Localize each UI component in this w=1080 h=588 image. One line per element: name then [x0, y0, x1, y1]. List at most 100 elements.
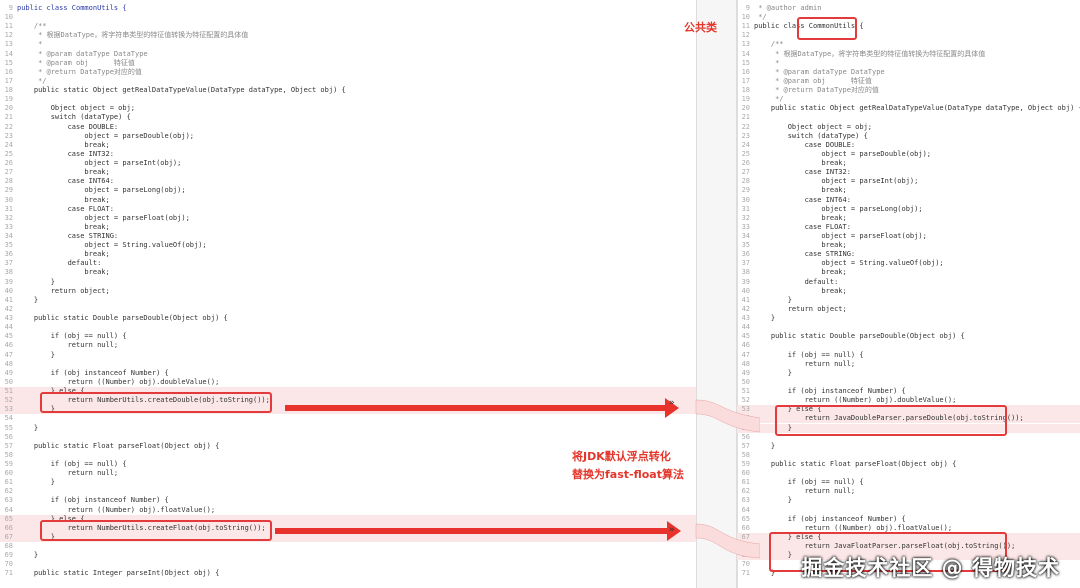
code-line[interactable]: 60 return null;: [0, 469, 696, 478]
code-line[interactable]: 30 break;: [0, 196, 696, 205]
code-line[interactable]: 28 case INT64:: [0, 177, 696, 186]
code-line[interactable]: 15 * @param obj 特征值: [0, 59, 696, 68]
code-line[interactable]: 20 Object object = obj;: [0, 104, 696, 113]
code-line[interactable]: 23 switch (dataType) {: [737, 132, 1080, 141]
code-line[interactable]: 19 */: [737, 95, 1080, 104]
code-line[interactable]: 43 }: [737, 314, 1080, 323]
code-line[interactable]: 25 case INT32:: [0, 150, 696, 159]
code-line[interactable]: 57 }: [737, 442, 1080, 451]
code-line[interactable]: 22 Object object = obj;: [737, 123, 1080, 132]
code-line[interactable]: 21 switch (dataType) {: [0, 113, 696, 122]
code-line[interactable]: 13 /**: [737, 40, 1080, 49]
code-line[interactable]: 27 break;: [0, 168, 696, 177]
code-line[interactable]: 36 case STRING:: [737, 250, 1080, 259]
code-line[interactable]: 10: [0, 13, 696, 22]
code-line[interactable]: 41 }: [0, 296, 696, 305]
code-line[interactable]: 70: [0, 560, 696, 569]
code-line[interactable]: 38 break;: [0, 268, 696, 277]
code-line[interactable]: 34 object = parseFloat(obj);: [737, 232, 1080, 241]
code-line[interactable]: 49 if (obj instanceof Number) {: [0, 369, 696, 378]
code-line[interactable]: 35 break;: [737, 241, 1080, 250]
code-line[interactable]: 65 } else {: [0, 514, 696, 524]
code-line[interactable]: 60: [737, 469, 1080, 478]
code-line[interactable]: 49 }: [737, 369, 1080, 378]
code-line[interactable]: 37 default:: [0, 259, 696, 268]
gutter-marker-double[interactable]: »: [669, 398, 675, 408]
code-line[interactable]: 65 if (obj instanceof Number) {: [737, 515, 1080, 524]
code-line[interactable]: 28 object = parseInt(obj);: [737, 177, 1080, 186]
code-line[interactable]: 10 */: [737, 13, 1080, 22]
code-line[interactable]: 52 return ((Number) obj).doubleValue();: [737, 396, 1080, 405]
code-line[interactable]: 48 return null;: [737, 360, 1080, 369]
code-line[interactable]: 58: [737, 451, 1080, 460]
code-line[interactable]: 56: [0, 433, 696, 442]
code-line[interactable]: 64 return ((Number) obj).floatValue();: [0, 506, 696, 515]
code-line[interactable]: 17 */: [0, 77, 696, 86]
code-line[interactable]: 27 case INT32:: [737, 168, 1080, 177]
code-line[interactable]: 47 }: [0, 351, 696, 360]
code-line[interactable]: 39 default:: [737, 278, 1080, 287]
code-line[interactable]: 33 break;: [0, 223, 696, 232]
code-line[interactable]: 50: [737, 378, 1080, 387]
code-line[interactable]: 29 break;: [737, 186, 1080, 195]
code-line[interactable]: 42: [0, 305, 696, 314]
code-line[interactable]: 37 object = String.valueOf(obj);: [737, 259, 1080, 268]
code-line[interactable]: 45 public static Double parseDouble(Obje…: [737, 332, 1080, 341]
code-line[interactable]: 59 if (obj == null) {: [0, 460, 696, 469]
code-line[interactable]: 39 }: [0, 278, 696, 287]
code-line[interactable]: 69 }: [0, 551, 696, 560]
code-line[interactable]: 53 } else {: [737, 405, 1080, 415]
code-line[interactable]: 32 object = parseFloat(obj);: [0, 214, 696, 223]
code-line[interactable]: 54: [0, 414, 696, 423]
code-line[interactable]: 24 case DOUBLE:: [737, 141, 1080, 150]
code-line[interactable]: 55 }: [0, 424, 696, 433]
code-line[interactable]: 59 public static Float parseFloat(Object…: [737, 460, 1080, 469]
code-line[interactable]: 16 * @return DataType对应的值: [0, 68, 696, 77]
code-line[interactable]: 44: [0, 323, 696, 332]
code-line[interactable]: 9 * @author admin: [737, 4, 1080, 13]
code-line[interactable]: 38 break;: [737, 268, 1080, 277]
code-line[interactable]: 35 object = String.valueOf(obj);: [0, 241, 696, 250]
code-line[interactable]: 61 if (obj == null) {: [737, 478, 1080, 487]
code-line[interactable]: 61 }: [0, 478, 696, 487]
code-line[interactable]: 62 return null;: [737, 487, 1080, 496]
code-line[interactable]: 20 public static Object getRealDataTypeV…: [737, 104, 1080, 113]
code-line[interactable]: 51 } else {: [0, 387, 696, 397]
code-line[interactable]: 34 case STRING:: [0, 232, 696, 241]
code-line[interactable]: 31 object = parseLong(obj);: [737, 205, 1080, 214]
code-line[interactable]: 63 }: [737, 496, 1080, 505]
code-line[interactable]: 40 return object;: [0, 287, 696, 296]
code-line[interactable]: 52 return NumberUtils.createDouble(obj.t…: [0, 396, 696, 406]
code-line[interactable]: 13 *: [0, 40, 696, 49]
code-line[interactable]: 18 * @return DataType对应的值: [737, 86, 1080, 95]
code-line[interactable]: 67 }: [0, 532, 696, 542]
code-line[interactable]: 12: [737, 31, 1080, 40]
code-line[interactable]: 42 return object;: [737, 305, 1080, 314]
code-line[interactable]: 23 object = parseDouble(obj);: [0, 132, 696, 141]
code-line[interactable]: 63 if (obj instanceof Number) {: [0, 496, 696, 505]
code-line[interactable]: 26 object = parseInt(obj);: [0, 159, 696, 168]
gutter-marker-float[interactable]: »: [669, 525, 675, 535]
code-line[interactable]: 40 break;: [737, 287, 1080, 296]
code-line[interactable]: 71 public static Integer parseInt(Object…: [0, 569, 696, 578]
code-line[interactable]: 64: [737, 506, 1080, 515]
code-line[interactable]: 16 * @param dataType DataType: [737, 68, 1080, 77]
code-line[interactable]: 62: [0, 487, 696, 496]
code-line[interactable]: 18 public static Object getRealDataTypeV…: [0, 86, 696, 95]
code-line[interactable]: 48: [0, 360, 696, 369]
code-line[interactable]: 21: [737, 113, 1080, 122]
code-line[interactable]: 36 break;: [0, 250, 696, 259]
code-line[interactable]: 24 break;: [0, 141, 696, 150]
code-line[interactable]: 56: [737, 433, 1080, 442]
code-line[interactable]: 67 } else {: [737, 532, 1080, 542]
code-line[interactable]: 41 }: [737, 296, 1080, 305]
code-line[interactable]: 70: [737, 560, 1080, 569]
code-line[interactable]: 71 }: [737, 569, 1080, 578]
code-line[interactable]: 32 break;: [737, 214, 1080, 223]
code-line[interactable]: 45 if (obj == null) {: [0, 332, 696, 341]
code-line[interactable]: 51 if (obj instanceof Number) {: [737, 387, 1080, 396]
code-line[interactable]: 47 if (obj == null) {: [737, 351, 1080, 360]
